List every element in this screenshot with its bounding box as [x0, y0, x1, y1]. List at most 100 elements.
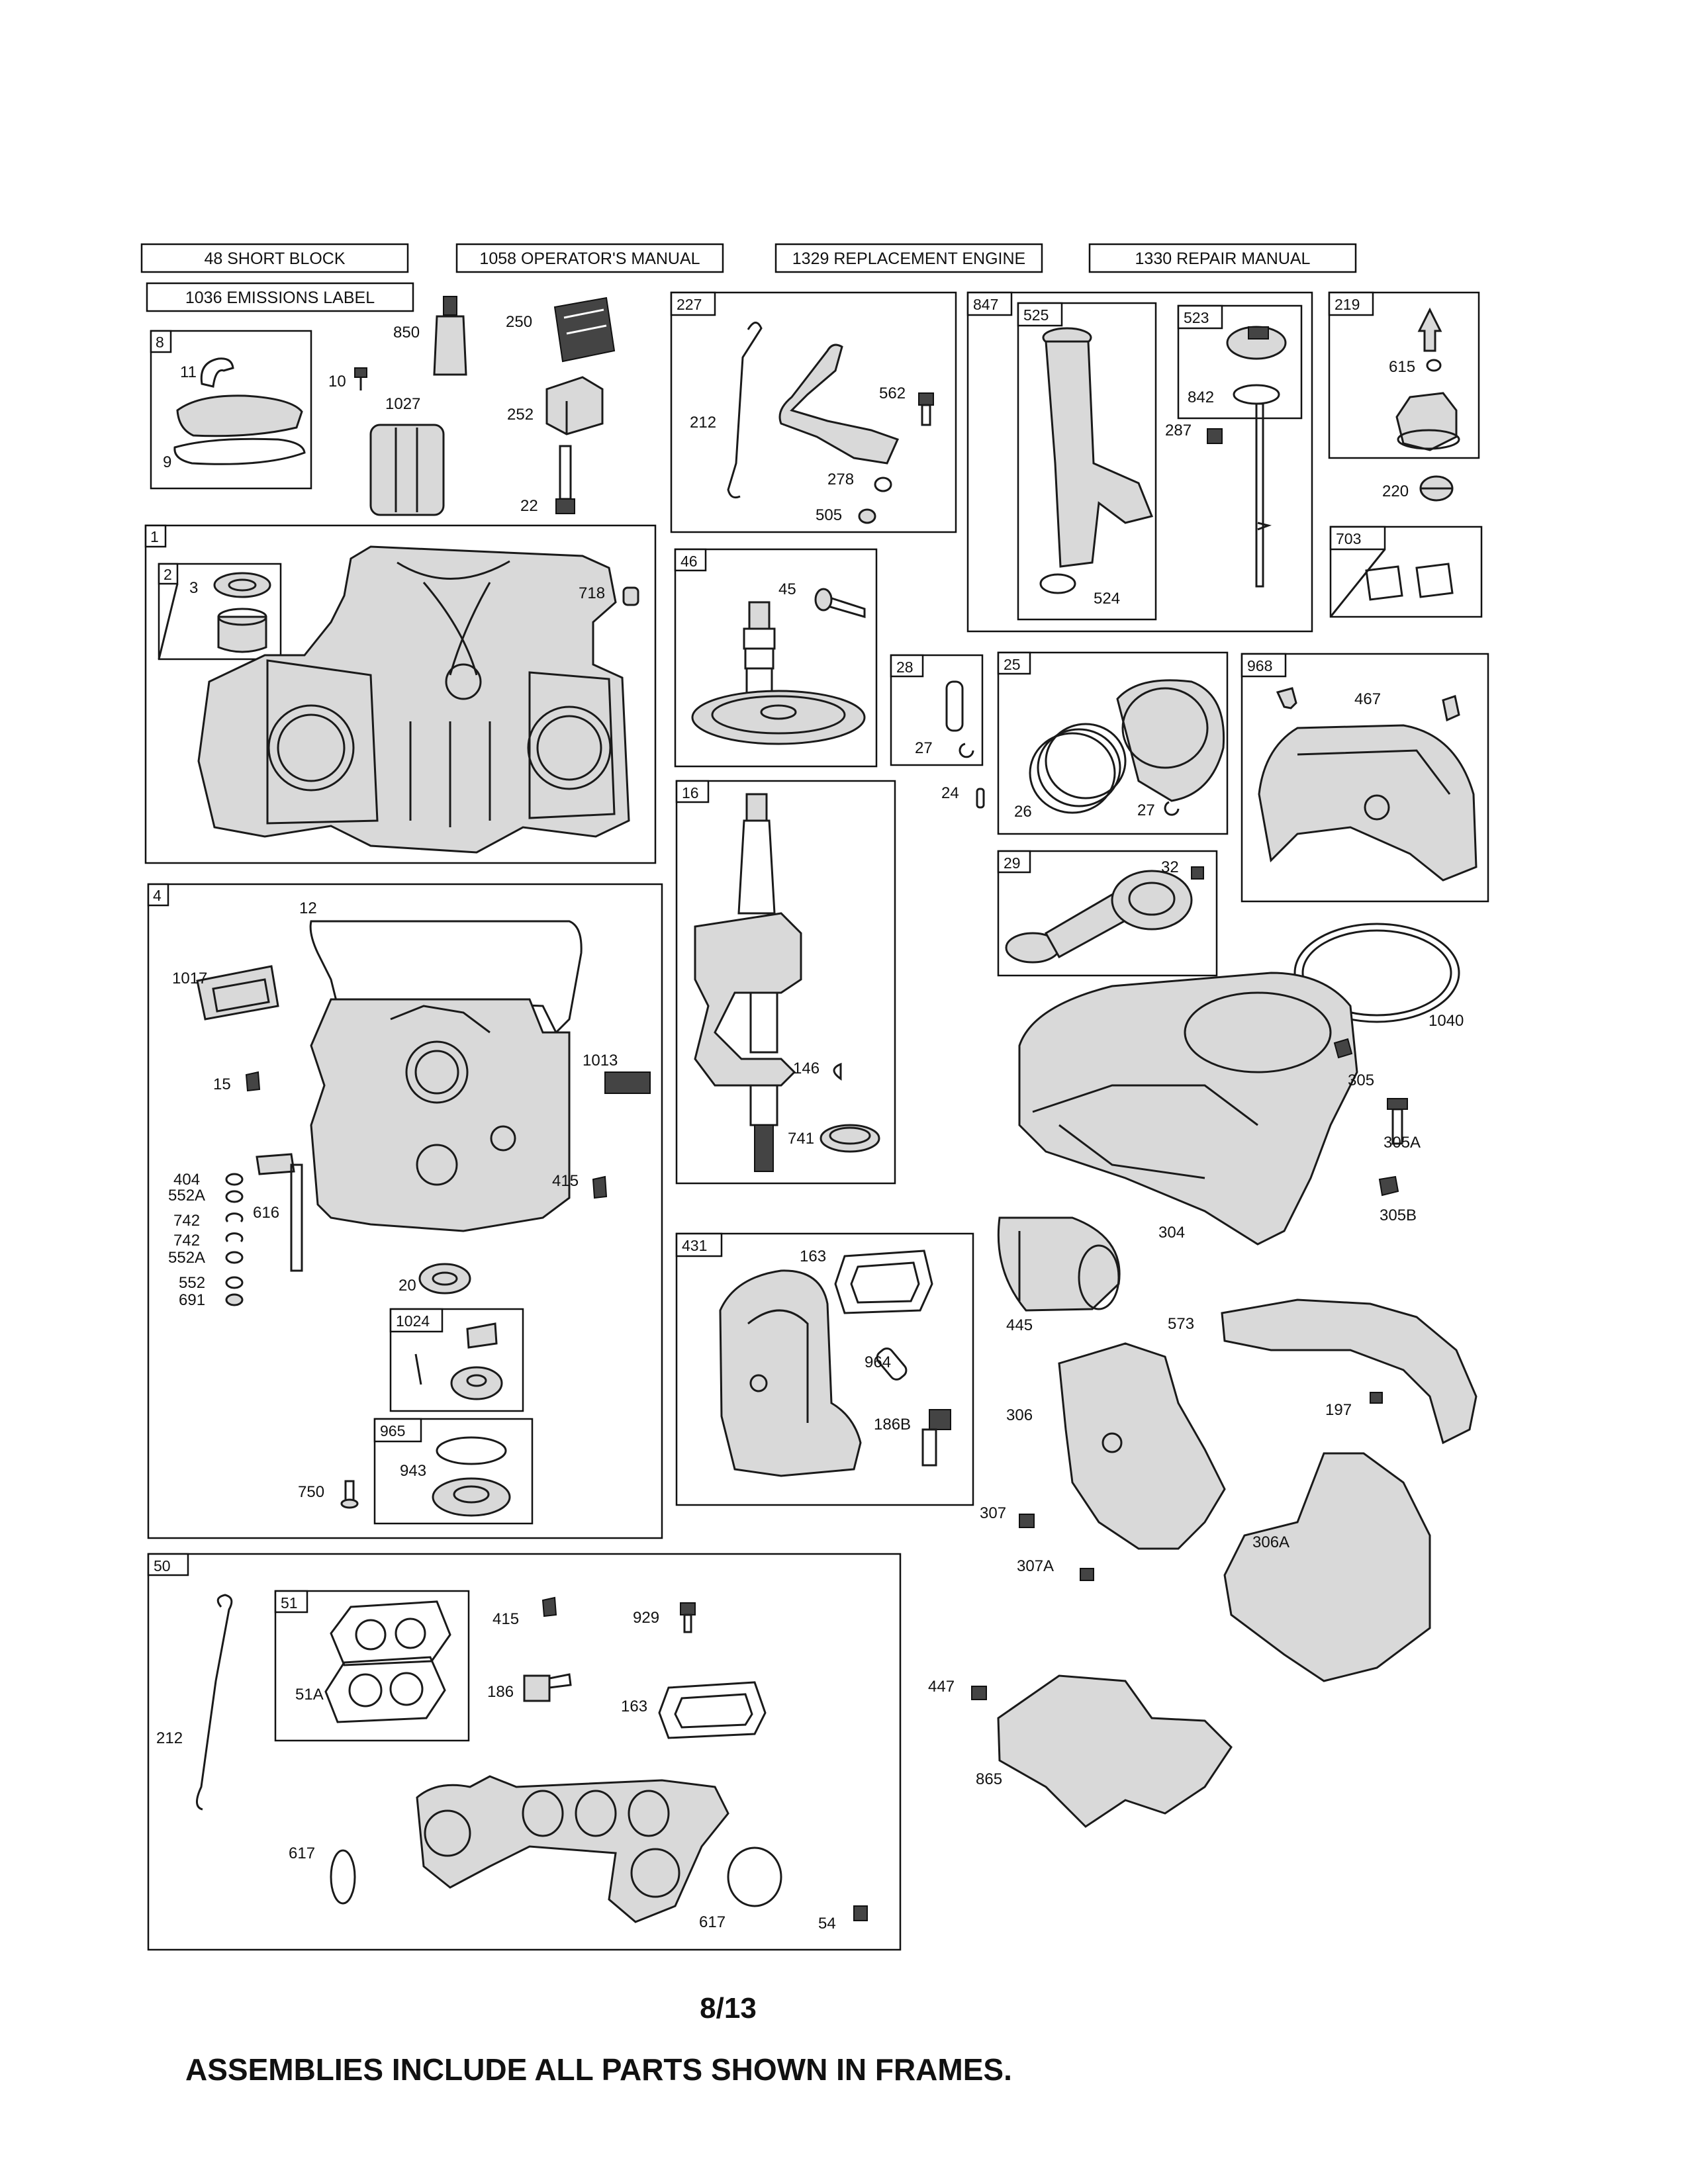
svg-text:3: 3	[189, 579, 198, 597]
svg-text:943: 943	[400, 1462, 426, 1480]
part-24-dowel: 24	[941, 784, 985, 809]
part-1040-ring: 1040	[1293, 923, 1464, 1030]
part-306-shield: 306 307 307A	[980, 1342, 1226, 1581]
svg-text:965: 965	[380, 1422, 405, 1439]
svg-text:1024: 1024	[396, 1312, 430, 1330]
frame-703: 703	[1329, 525, 1483, 618]
svg-text:742: 742	[173, 1212, 200, 1230]
svg-text:1036 EMISSIONS LABEL: 1036 EMISSIONS LABEL	[185, 289, 375, 307]
svg-text:445: 445	[1006, 1316, 1033, 1334]
svg-text:20: 20	[399, 1277, 416, 1295]
part-305-screws: 305 305A 305B	[1333, 1038, 1421, 1224]
svg-text:742: 742	[173, 1232, 200, 1250]
part-850-sealant: 850	[393, 296, 467, 376]
svg-text:186: 186	[487, 1683, 514, 1701]
part-573-baffle: 573 197	[1168, 1298, 1477, 1445]
svg-text:505: 505	[816, 506, 842, 524]
svg-text:186B: 186B	[874, 1416, 911, 1433]
svg-text:9: 9	[163, 453, 171, 471]
svg-text:51: 51	[281, 1594, 298, 1612]
frame-50: 50 212 51 51A 415 929 186 163 617	[147, 1553, 902, 1951]
svg-text:304: 304	[1158, 1224, 1185, 1242]
frame-8: 8 11 9	[150, 330, 312, 490]
part-1027-filter: 1027	[369, 395, 445, 516]
svg-text:250: 250	[506, 313, 532, 331]
svg-text:48 SHORT BLOCK: 48 SHORT BLOCK	[204, 250, 345, 268]
svg-text:305B: 305B	[1380, 1206, 1417, 1224]
part-250-label: 250	[506, 296, 616, 363]
page-number: 8/13	[700, 1992, 757, 2025]
svg-text:28: 28	[896, 659, 914, 676]
part-10-screw: 10	[328, 367, 367, 390]
svg-text:10: 10	[328, 373, 346, 390]
part-220-washer: 220	[1382, 475, 1454, 502]
frame-4: 4 12 1017 15 1013 415 616 404 552A 742 7…	[147, 883, 663, 1539]
svg-text:305A: 305A	[1383, 1134, 1421, 1152]
svg-text:305: 305	[1348, 1071, 1374, 1089]
frame-847: 847 525 524 523 842 287	[966, 291, 1313, 633]
svg-text:46: 46	[680, 553, 698, 570]
svg-text:146: 146	[793, 1060, 820, 1077]
part-252-block: 252	[507, 376, 604, 435]
svg-text:703: 703	[1336, 530, 1361, 547]
svg-text:447: 447	[928, 1678, 955, 1696]
frame-28: 28 27	[890, 654, 984, 766]
svg-text:573: 573	[1168, 1315, 1194, 1333]
svg-text:929: 929	[633, 1609, 659, 1627]
svg-text:964: 964	[865, 1353, 891, 1371]
svg-text:287: 287	[1165, 422, 1192, 439]
part-22-bolt: 22	[520, 445, 575, 515]
svg-text:8: 8	[156, 334, 164, 351]
svg-text:847: 847	[973, 296, 998, 313]
svg-text:29: 29	[1004, 854, 1021, 872]
svg-text:1027: 1027	[385, 395, 420, 413]
svg-text:616: 616	[253, 1204, 279, 1222]
svg-text:467: 467	[1354, 690, 1381, 708]
svg-text:15: 15	[213, 1075, 231, 1093]
svg-text:307A: 307A	[1017, 1557, 1054, 1575]
svg-text:11: 11	[180, 363, 197, 381]
svg-text:617: 617	[289, 1844, 315, 1862]
svg-text:307: 307	[980, 1504, 1006, 1522]
part-865-plate: 447 865	[928, 1674, 1233, 1828]
frame-1: 1 2 3 718	[144, 524, 657, 864]
part-blower-housing: 304	[1018, 972, 1358, 1246]
header-operators-manual: 1058 OPERATOR'S MANUAL	[455, 243, 724, 273]
svg-text:25: 25	[1004, 656, 1021, 673]
svg-text:718: 718	[579, 584, 605, 602]
svg-text:27: 27	[1137, 801, 1155, 819]
svg-text:32: 32	[1161, 858, 1179, 876]
header-short-block: 48 SHORT BLOCK	[140, 243, 409, 273]
svg-text:22: 22	[520, 497, 538, 515]
header-repair-manual: 1330 REPAIR MANUAL	[1088, 243, 1357, 273]
part-306a-shield: 306A	[1223, 1452, 1431, 1682]
svg-text:219: 219	[1335, 296, 1360, 313]
frame-227: 227 212 562 278 505	[670, 291, 957, 533]
svg-text:163: 163	[621, 1698, 647, 1715]
svg-text:404: 404	[173, 1171, 200, 1189]
svg-text:220: 220	[1382, 482, 1409, 500]
frame-25: 25 26 27	[997, 651, 1229, 835]
svg-text:552A: 552A	[168, 1187, 205, 1205]
svg-text:227: 227	[677, 296, 702, 313]
svg-text:306A: 306A	[1252, 1533, 1289, 1551]
svg-text:552: 552	[179, 1274, 205, 1292]
svg-text:1058 OPERATOR'S MANUAL: 1058 OPERATOR'S MANUAL	[479, 250, 700, 268]
svg-text:50: 50	[154, 1557, 171, 1574]
svg-text:4: 4	[153, 887, 162, 904]
header-emissions-label: 1036 EMISSIONS LABEL	[146, 282, 414, 312]
svg-text:27: 27	[915, 739, 933, 757]
svg-text:431: 431	[682, 1237, 707, 1254]
svg-text:252: 252	[507, 406, 534, 424]
svg-text:1040: 1040	[1429, 1012, 1464, 1030]
svg-text:26: 26	[1014, 803, 1032, 821]
frame-29: 29 32	[997, 850, 1218, 977]
svg-text:24: 24	[941, 784, 959, 802]
svg-text:54: 54	[818, 1915, 836, 1933]
svg-text:562: 562	[879, 385, 906, 402]
svg-text:278: 278	[827, 471, 854, 488]
svg-text:1330 REPAIR MANUAL: 1330 REPAIR MANUAL	[1135, 250, 1311, 268]
svg-text:968: 968	[1247, 657, 1272, 674]
svg-text:525: 525	[1023, 306, 1049, 324]
